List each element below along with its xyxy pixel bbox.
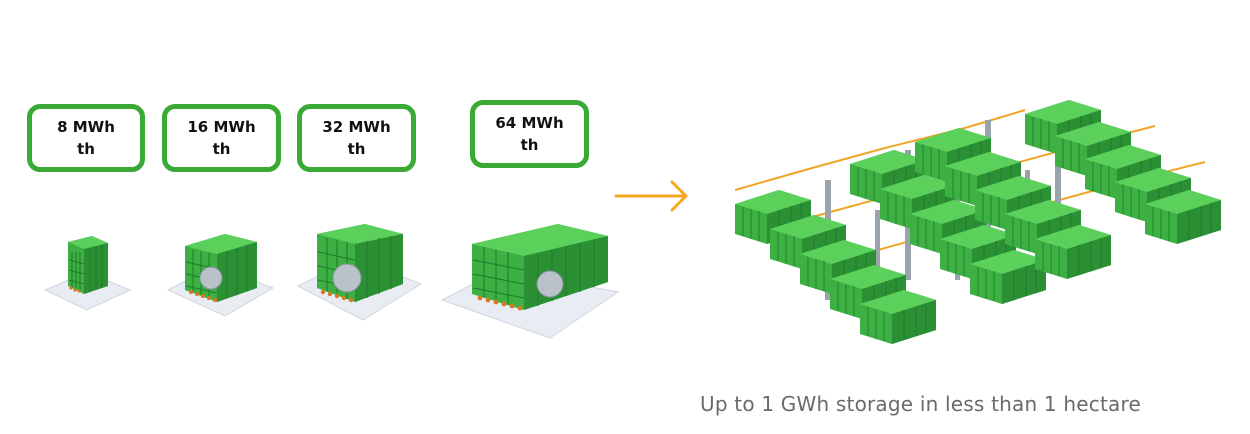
capacity-value: 32 MWh xyxy=(322,118,391,136)
storage-module-8mwh xyxy=(43,236,132,311)
capacity-label-32mwh: 32 MWh th xyxy=(297,104,416,172)
capacity-label-8mwh: 8 MWh th xyxy=(27,104,145,172)
storage-module-32mwh xyxy=(296,224,423,321)
storage-plant-illustration xyxy=(734,99,1222,345)
storage-module-64mwh xyxy=(440,224,620,339)
caption: Up to 1 GWh storage in less than 1 hecta… xyxy=(700,392,1141,416)
capacity-unit: th xyxy=(520,136,539,154)
capacity-value: 16 MWh xyxy=(187,118,256,136)
storage-module-16mwh xyxy=(166,234,275,317)
arrow-right-icon xyxy=(614,180,688,212)
capacity-label-16mwh: 16 MWh th xyxy=(162,104,281,172)
capacity-value: 8 MWh xyxy=(57,118,115,136)
capacity-unit: th xyxy=(77,140,95,158)
capacity-label-64mwh: 64 MWh th xyxy=(470,100,589,168)
capacity-unit: th xyxy=(347,140,366,158)
capacity-value: 64 MWh xyxy=(495,114,564,132)
capacity-unit: th xyxy=(212,140,231,158)
